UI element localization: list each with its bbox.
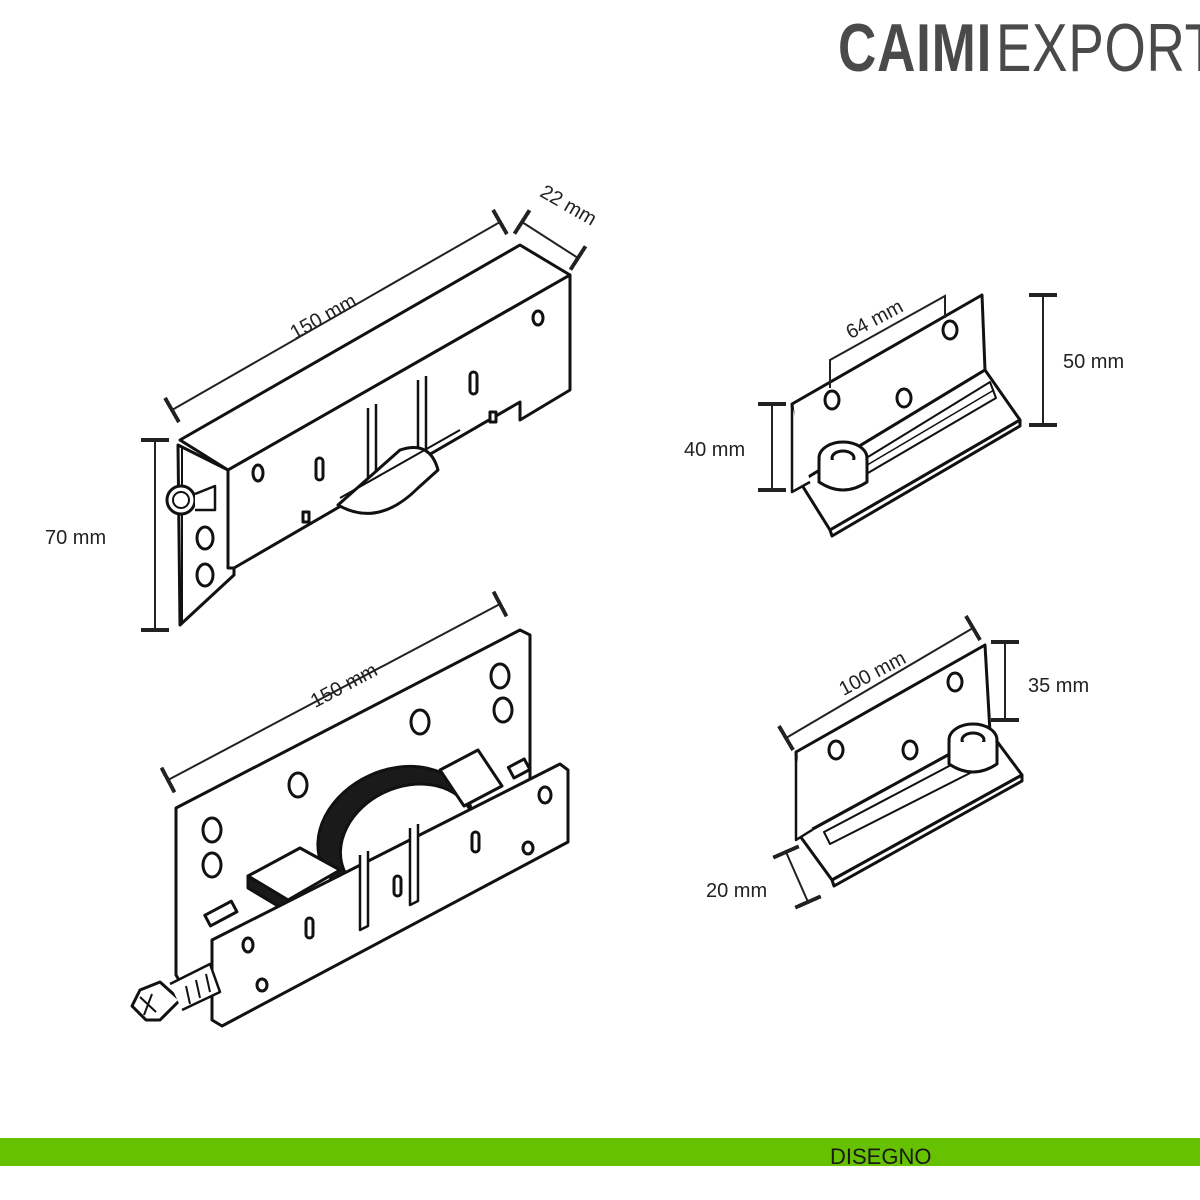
dim-bottom-length: 150 mm bbox=[307, 659, 381, 712]
dim-guide2-base: 20 mm bbox=[706, 880, 767, 902]
hole-icon bbox=[823, 389, 841, 411]
hole-icon bbox=[537, 785, 553, 805]
hole-icon bbox=[521, 840, 535, 856]
slot-icon bbox=[304, 916, 315, 940]
hole-icon bbox=[241, 936, 255, 954]
hole-icon bbox=[492, 696, 514, 724]
hole-icon bbox=[946, 671, 964, 693]
hole-icon bbox=[531, 309, 545, 327]
hole-icon bbox=[287, 771, 309, 799]
hole-icon bbox=[251, 463, 265, 483]
dim-guide1-height: 50 mm bbox=[1063, 351, 1124, 373]
hole-icon bbox=[489, 662, 511, 690]
top-carriage bbox=[165, 243, 572, 627]
guide2-dimensions bbox=[772, 614, 1019, 910]
bottom-carriage-dimensions bbox=[159, 590, 509, 794]
slot-icon bbox=[468, 370, 479, 396]
dim-top-depth: 22 mm bbox=[536, 181, 600, 231]
top-carriage-dimensions bbox=[141, 208, 588, 632]
hole-icon bbox=[895, 387, 913, 409]
footer-label: DISEGNO bbox=[830, 1144, 932, 1169]
hole-icon bbox=[201, 816, 223, 844]
screw-icon bbox=[130, 980, 182, 1022]
brand-name-thin: EXPORT bbox=[996, 10, 1200, 86]
hole-icon bbox=[941, 319, 959, 341]
slot-icon bbox=[470, 830, 481, 854]
floor-guide-large bbox=[790, 293, 1022, 538]
hole-icon bbox=[195, 562, 215, 588]
slot-icon bbox=[314, 456, 325, 482]
dim-guide2-height: 35 mm bbox=[1028, 675, 1089, 697]
dim-guide1-base: 40 mm bbox=[684, 439, 745, 461]
dim-guide1-spacing: 64 mm bbox=[843, 296, 907, 344]
hole-icon bbox=[409, 708, 431, 736]
hole-icon bbox=[195, 525, 215, 551]
slot-icon bbox=[392, 874, 403, 898]
dim-top-length: 150 mm bbox=[287, 290, 361, 344]
brand-name-bold: CAIMI bbox=[838, 10, 993, 86]
floor-guide-small bbox=[794, 643, 1024, 888]
guide1-dimensions bbox=[758, 293, 1057, 492]
dim-top-height: 70 mm bbox=[45, 527, 106, 549]
hole-icon bbox=[255, 977, 269, 993]
hole-icon bbox=[201, 851, 223, 879]
hole-icon bbox=[827, 739, 845, 761]
hole-icon bbox=[901, 739, 919, 761]
footer-bar bbox=[0, 1138, 1200, 1166]
